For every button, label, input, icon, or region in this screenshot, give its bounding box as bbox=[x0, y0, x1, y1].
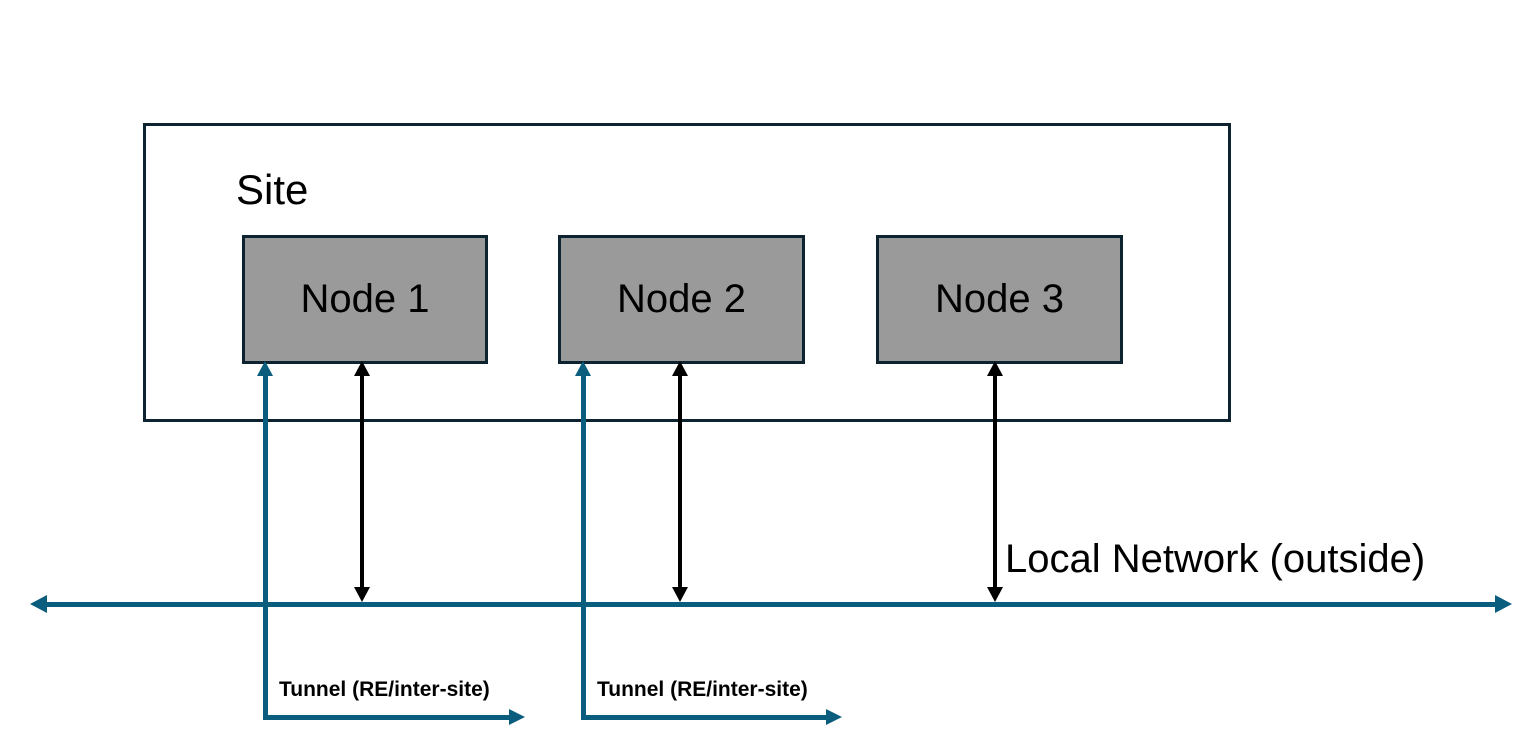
tunnel2-arrowhead-right-icon bbox=[826, 709, 842, 725]
node2-network-arrowhead-up-icon bbox=[672, 361, 688, 376]
tunnel2-label: Tunnel (RE/inter-site) bbox=[597, 678, 808, 701]
local-network-label: Local Network (outside) bbox=[1005, 537, 1426, 581]
tunnel1-horizontal-line bbox=[263, 715, 509, 720]
site-label: Site bbox=[236, 166, 309, 213]
tunnel2-horizontal-line bbox=[581, 715, 826, 720]
node3-network-arrow bbox=[993, 374, 997, 589]
node-2-box: Node 2 bbox=[558, 235, 805, 364]
node3-network-arrowhead-up-icon bbox=[987, 361, 1003, 376]
node1-network-arrowhead-down-icon bbox=[354, 587, 370, 602]
network-line-arrowhead-left-icon bbox=[30, 595, 47, 613]
node-1-label: Node 1 bbox=[300, 277, 430, 321]
node-1-box: Node 1 bbox=[242, 235, 488, 364]
node-3-label: Node 3 bbox=[935, 277, 1064, 321]
site-box bbox=[143, 123, 1231, 422]
tunnel1-label: Tunnel (RE/inter-site) bbox=[279, 678, 490, 701]
tunnel1-arrowhead-right-icon bbox=[509, 709, 525, 725]
node1-network-arrow bbox=[360, 374, 364, 589]
tunnel2-arrowhead-up-icon bbox=[575, 361, 591, 376]
node-2-label: Node 2 bbox=[617, 277, 746, 321]
tunnel1-arrowhead-up-icon bbox=[257, 361, 273, 376]
node3-network-arrowhead-down-icon bbox=[987, 587, 1003, 602]
node2-network-arrow bbox=[678, 374, 682, 589]
node1-network-arrowhead-up-icon bbox=[354, 361, 370, 376]
tunnel1-vertical-line bbox=[263, 375, 268, 720]
network-line-arrowhead-right-icon bbox=[1495, 595, 1512, 613]
local-network-line bbox=[44, 602, 1496, 607]
node2-network-arrowhead-down-icon bbox=[672, 587, 688, 602]
node-3-box: Node 3 bbox=[876, 235, 1123, 364]
tunnel2-vertical-line bbox=[581, 375, 586, 720]
